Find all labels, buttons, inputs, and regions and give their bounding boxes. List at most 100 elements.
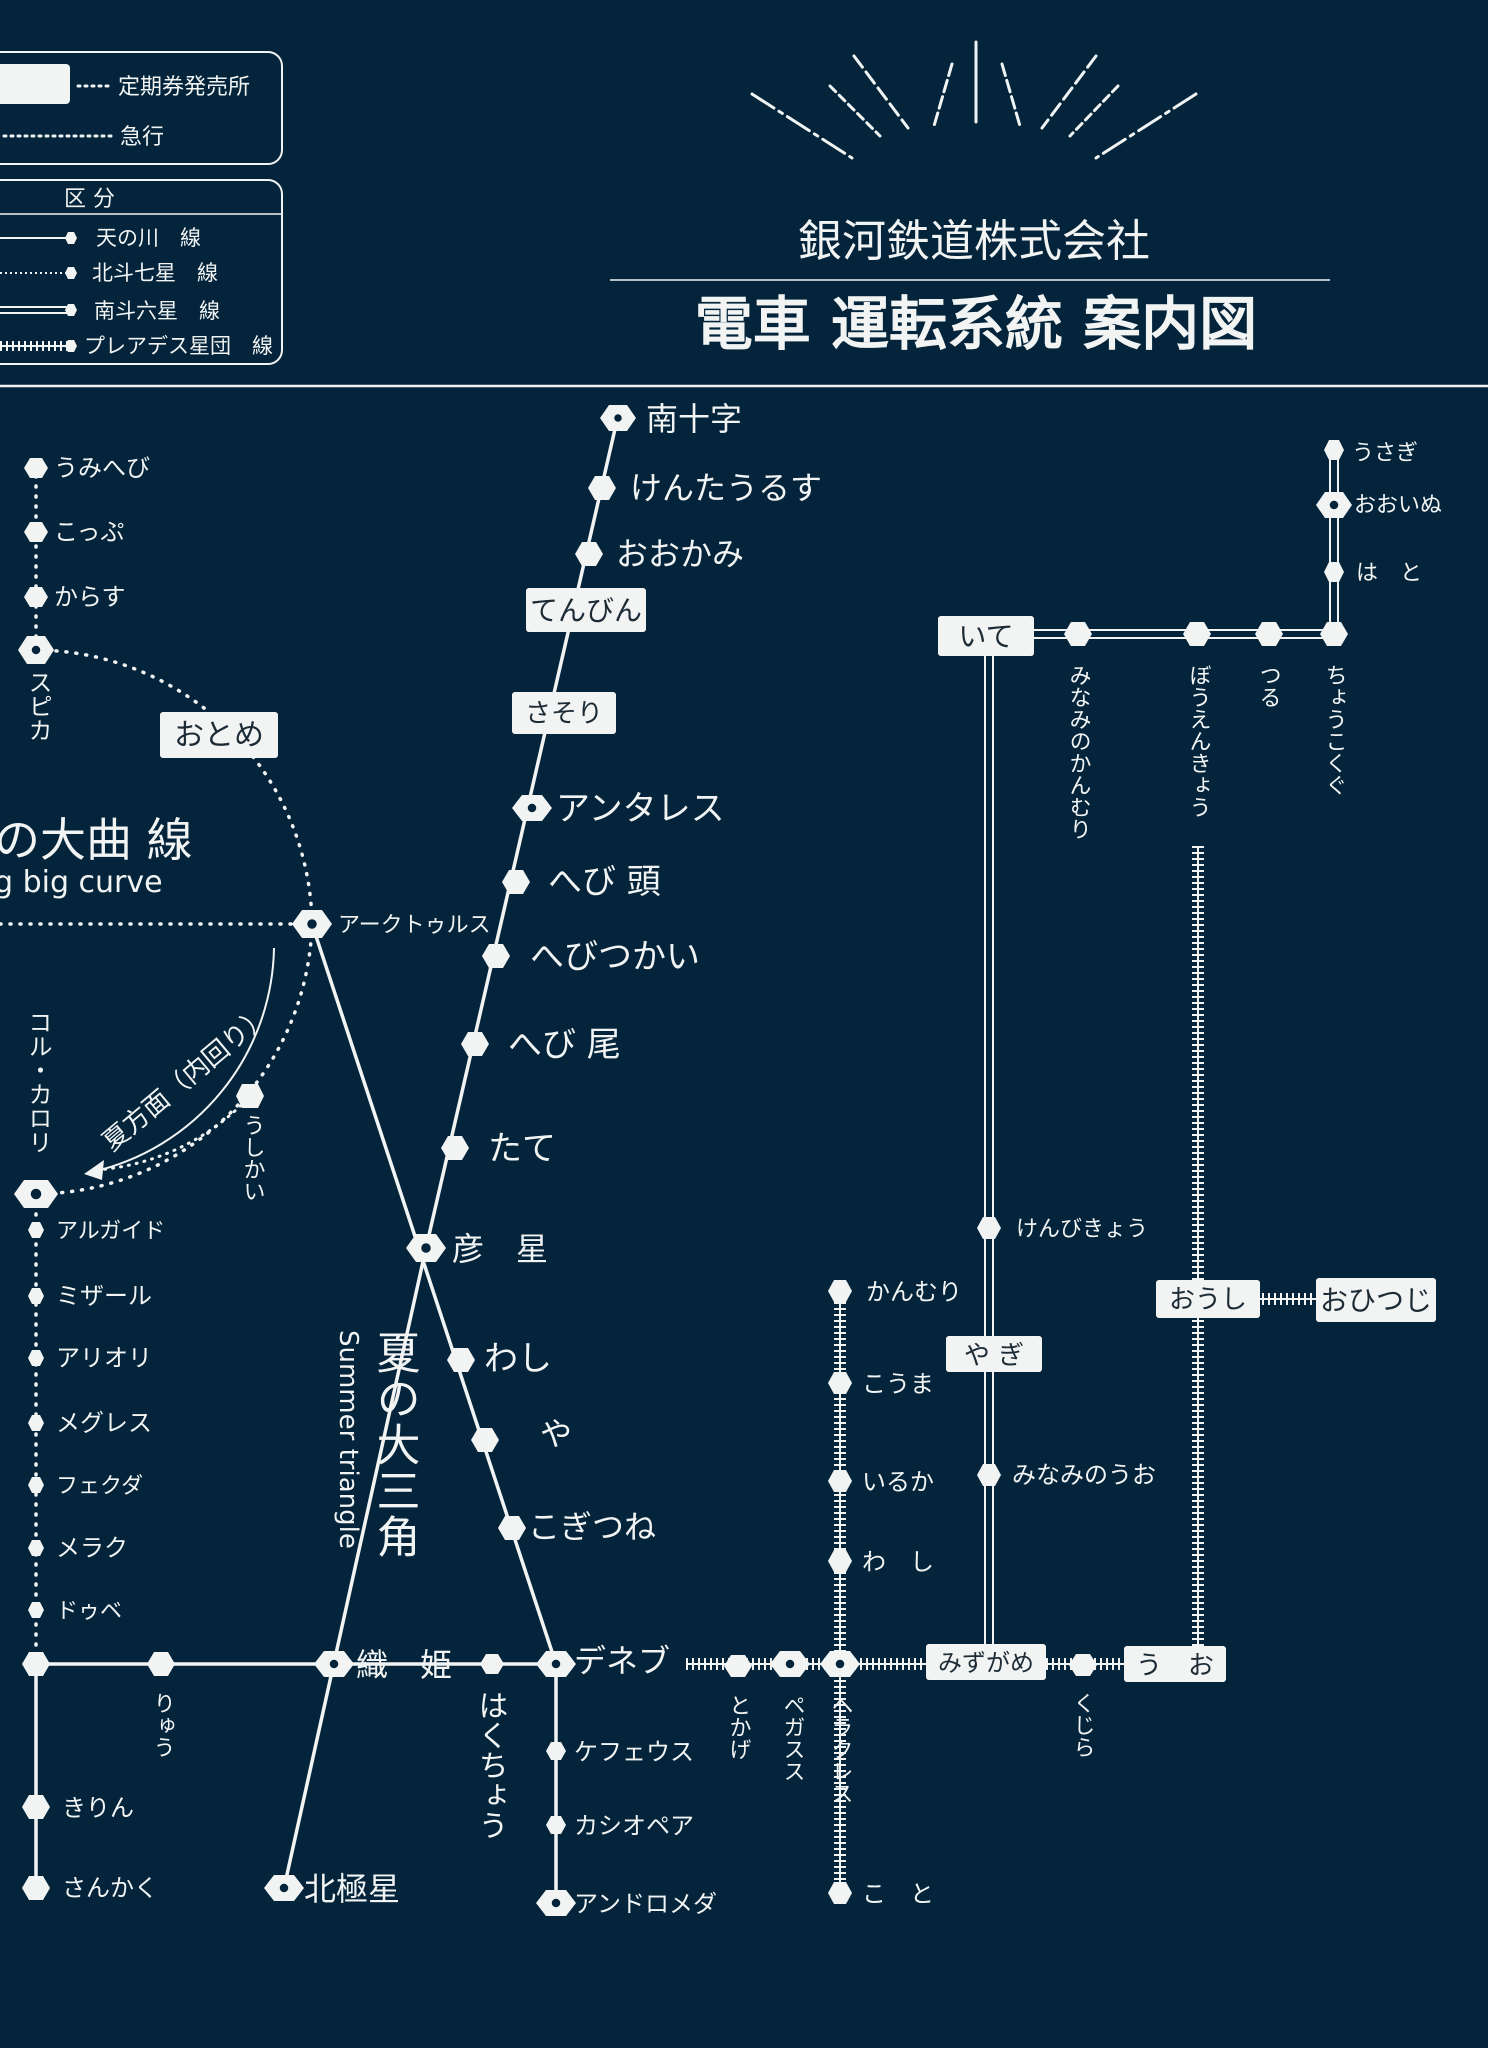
label-cassiopeia: カシオペア — [574, 1812, 694, 1840]
label-arcturus: アークトゥルス — [338, 913, 491, 938]
station-kogitsune-marker[interactable] — [498, 1516, 526, 1540]
vertical-station-labels: スピカ コル・カロリ うしかい りゅう はくちょう とかげ ペガスス ヘラクレス… — [24, 664, 1347, 1840]
station-dubhe-marker[interactable] — [28, 1602, 44, 1618]
label-kanmuri: かんむり — [866, 1278, 962, 1306]
box-sasori — [512, 692, 616, 734]
label-kentaurusu: けんたうるす — [630, 469, 822, 507]
station-ya-marker[interactable] — [471, 1428, 499, 1452]
label-ookami: おおかみ — [616, 535, 744, 573]
label-hebitsukai: へびつかい — [530, 937, 700, 977]
label-dubhe: ドゥベ — [56, 1599, 122, 1624]
big-curve-label: の大曲 線 — [0, 813, 193, 867]
box-sasori-label: さそり — [525, 699, 603, 729]
label-ooinu: おおいぬ — [1354, 493, 1442, 518]
station-boenkyo-marker[interactable] — [1183, 622, 1211, 646]
label-kogitsune: こぎつね — [528, 1508, 656, 1546]
station-kirin-marker[interactable] — [22, 1795, 50, 1819]
label-minaminokanmuri: みなみのかんむり — [1066, 664, 1091, 840]
label-boxes: おとめ てんびん さそり いて や ぎ みずがめ う お おうし おひつじ — [160, 588, 1436, 1682]
box-tenbin — [526, 588, 646, 632]
station-karasu-marker[interactable] — [24, 587, 48, 607]
station-umihebi-marker[interactable] — [24, 458, 48, 478]
label-boenkyo: ぼうえんきょう — [1186, 664, 1211, 818]
box-otome-label: おとめ — [174, 718, 264, 753]
station-hakucho-marker[interactable] — [480, 1654, 504, 1674]
station-kanmuri-marker[interactable] — [828, 1280, 852, 1302]
label-tate: たて — [488, 1129, 556, 1169]
station-hato-marker[interactable] — [1324, 562, 1344, 582]
station-phecda-marker[interactable] — [28, 1477, 44, 1493]
station-tokage-marker[interactable] — [724, 1655, 752, 1677]
station-minaminouo-marker[interactable] — [977, 1464, 1001, 1486]
box-yagi-label: や ぎ — [964, 1341, 1024, 1371]
legend-line-pleiades: プレアデス星団 線 — [84, 334, 273, 358]
label-tsuru: つる — [1256, 664, 1281, 708]
station-kujira-marker[interactable] — [1069, 1654, 1097, 1676]
box-oushi-label: おうし — [1169, 1285, 1247, 1315]
transfer-stations — [14, 405, 1352, 1916]
label-orihime: 織 姫 — [356, 1646, 452, 1684]
station-iruka-marker[interactable] — [828, 1470, 852, 1492]
station-kentaurusu-marker[interactable] — [588, 476, 616, 500]
station-megrez-marker[interactable] — [28, 1415, 44, 1431]
label-ryu: りゅう — [150, 1692, 175, 1758]
sunburst-rays — [750, 40, 1198, 160]
station-chokokugu-marker[interactable] — [1320, 622, 1348, 646]
station-minaminokanmuri-marker[interactable] — [1064, 622, 1092, 646]
label-spica: スピカ — [24, 670, 52, 742]
station-alkaid-marker[interactable] — [28, 1222, 44, 1238]
label-hokkyokusei: 北極星 — [304, 1870, 400, 1908]
station-ookami-marker[interactable] — [575, 542, 603, 566]
station-tate-marker[interactable] — [441, 1136, 469, 1160]
station-koguma-marker[interactable] — [22, 1652, 50, 1676]
legend-line-hokuto: 北斗七星 線 — [92, 261, 218, 285]
station-ushikai-marker[interactable] — [236, 1084, 264, 1108]
box-ohitsuji — [1316, 1278, 1436, 1322]
station-tsuru-marker[interactable] — [1255, 622, 1283, 646]
label-karasu: からす — [54, 583, 126, 611]
map-title: 電車 運転系統 案内図 — [695, 290, 1257, 358]
station-washi1-marker[interactable] — [447, 1348, 475, 1372]
label-ya: や — [540, 1415, 572, 1453]
label-korukaroli: コル・カロリ — [24, 1010, 52, 1154]
label-ushikai: うしかい — [240, 1114, 265, 1202]
box-ohitsuji-label: おひつじ — [1320, 1284, 1432, 1317]
station-washi2-marker[interactable] — [828, 1550, 852, 1572]
label-merak: メラク — [56, 1534, 128, 1562]
station-cepheus-marker[interactable] — [546, 1742, 566, 1760]
legend: 定期券発売所 急行 区 分 天の川 線 北斗七星 線 南斗六星 線 プレアデス星… — [0, 51, 283, 365]
station-mizar-marker[interactable] — [28, 1288, 44, 1304]
station-hebitsukai-marker[interactable] — [482, 944, 510, 968]
station-ryu-marker[interactable] — [147, 1652, 175, 1676]
label-koto: こ と — [862, 1880, 934, 1908]
box-tenbin-label: てんびん — [530, 594, 642, 627]
label-alioth: アリオリ — [56, 1344, 152, 1372]
big-curve-label-en: g big curve — [0, 865, 163, 900]
box-uo — [1124, 1646, 1226, 1682]
station-cassiopeia-marker[interactable] — [546, 1816, 566, 1834]
station-koto-marker[interactable] — [828, 1882, 852, 1904]
triangle-label: 夏の大三角 — [369, 1330, 420, 1560]
legend-express: 急行 — [120, 125, 164, 150]
station-kenbikyo-marker[interactable] — [977, 1217, 1001, 1239]
station-hebi-o-marker[interactable] — [461, 1032, 489, 1056]
label-washi2: わ し — [862, 1548, 934, 1576]
box-mizugame-label: みずがめ — [938, 1649, 1034, 1677]
station-hebi-atama-marker[interactable] — [502, 870, 530, 894]
station-alioth-marker[interactable] — [28, 1350, 44, 1366]
label-heracles: ヘラクレス — [828, 1694, 853, 1804]
station-merak-marker[interactable] — [28, 1540, 44, 1556]
title-block: 銀河鉄道株式会社 電車 運転系統 案内図 — [0, 40, 1488, 388]
box-oushi — [1156, 1280, 1260, 1318]
station-kouma-marker[interactable] — [828, 1372, 852, 1394]
station-usagi-marker[interactable] — [1324, 440, 1344, 460]
station-labels: うみへび こっぷ からす アークトゥルス アルガイド ミザール アリオリ メグレ… — [54, 400, 1442, 1918]
label-kenbikyo: けんびきょう — [1016, 1217, 1148, 1242]
label-antares: アンタレス — [556, 789, 725, 829]
box-ite — [938, 616, 1034, 656]
station-sankaku-marker[interactable] — [22, 1876, 50, 1900]
label-hebi-atama: へび 頭 — [548, 862, 661, 902]
station-koppu-marker[interactable] — [24, 522, 48, 542]
label-kouma: こうま — [862, 1370, 934, 1398]
